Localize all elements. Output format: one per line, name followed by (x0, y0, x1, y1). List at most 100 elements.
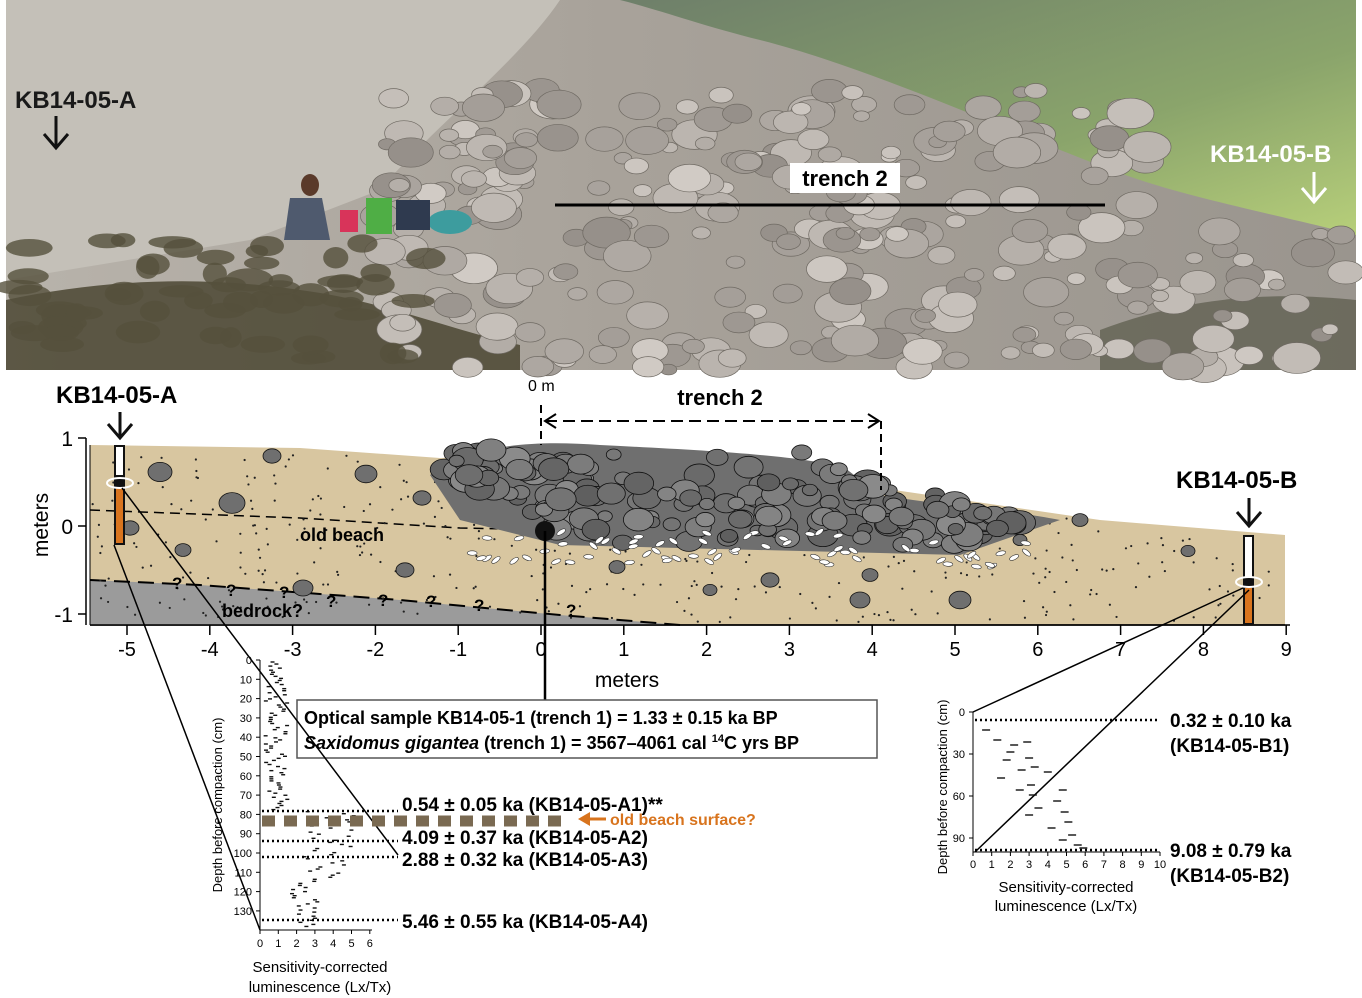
sand-cobble (861, 568, 879, 582)
shell-fragment (509, 557, 519, 565)
cobble-stone (859, 227, 881, 242)
cobble-stone (388, 178, 410, 193)
cobble-stone (797, 128, 830, 150)
cobble-stone (722, 103, 753, 124)
sand-grain (266, 605, 269, 608)
question-marks: ???????? (172, 574, 576, 620)
x-tick-label: 7 (1115, 639, 1126, 661)
sand-grain (892, 619, 895, 622)
cobble-stone (623, 157, 649, 175)
cobble-stone (1071, 107, 1091, 120)
sand-grain (718, 620, 721, 623)
cobble-stone (603, 240, 652, 272)
cobble-stone (964, 95, 1002, 120)
cobble-stone (1127, 300, 1149, 315)
shell-fragment (804, 531, 816, 537)
cobble-stone (430, 96, 460, 116)
mound-cobble (505, 459, 534, 481)
seaweed-clump (196, 249, 235, 266)
profile-b-x-tick-label: 1 (989, 859, 995, 871)
seaweed-clump (199, 326, 232, 345)
sand-grain (1219, 602, 1222, 605)
sand-grain (265, 527, 268, 530)
sand-grain (799, 592, 802, 596)
shell-fragment (851, 555, 862, 563)
mound-cobble (986, 519, 1009, 538)
cobble-stone (521, 356, 555, 378)
cobble-stone (943, 351, 970, 369)
cobble-stone (1198, 217, 1241, 246)
sand-grain (675, 600, 679, 604)
sand-grain (257, 548, 260, 551)
shell-fragment (814, 528, 824, 536)
sand-grain (99, 579, 102, 582)
shell-fragment (840, 549, 851, 555)
age-id-b2: (KB14-05-B2) (1170, 866, 1289, 887)
mound-cobble (581, 518, 611, 541)
sand-grain (685, 559, 688, 562)
sand-grain (1097, 530, 1100, 533)
profile-a-y-tick-label: 10 (240, 674, 252, 686)
shell-fragment (833, 545, 844, 552)
profile-b-x-tick-label: 4 (1045, 859, 1051, 871)
sand-grain (624, 550, 627, 553)
sand-grain (257, 569, 260, 572)
sand-grain (1044, 576, 1047, 579)
cobble-stone (588, 345, 617, 364)
sand-grain (164, 541, 167, 544)
cobble-stone (387, 137, 434, 168)
sand-grain (275, 581, 278, 584)
cobble-stone (1268, 278, 1286, 291)
sand-grain (291, 454, 295, 457)
cobble-stone (514, 322, 546, 343)
profile-a-y-tick-label: 110 (234, 867, 252, 879)
profile-b-y-label: Depth before compaction (cm) (935, 700, 950, 875)
cobble-stone (717, 348, 747, 368)
cobble-stone (626, 301, 669, 330)
sand-grain (1226, 590, 1230, 593)
cobble-stone (1032, 342, 1055, 358)
mound-cobble (567, 453, 595, 475)
shell-fragment (556, 528, 566, 536)
mound-cobble (888, 506, 915, 527)
cobble-stone (1321, 323, 1339, 335)
sand-grain (107, 577, 110, 580)
sand-grain (265, 597, 268, 600)
sand-grain (737, 588, 740, 591)
sand-grain (861, 615, 864, 618)
info-line-1: Optical sample KB14-05-1 (trench 1) = 1.… (304, 708, 778, 728)
profile-b-x-tick-label: 6 (1082, 859, 1088, 871)
age-label-a4: 5.46 ± 0.55 ka (KB14-05-A4) (402, 912, 648, 933)
cobble-stone (460, 170, 487, 188)
info-line-2-end: C yrs BP (724, 733, 799, 753)
photo-arrow-a-icon (42, 116, 70, 151)
sand-grain (1192, 616, 1195, 619)
sand-grain (605, 583, 609, 586)
sand-grain (1215, 557, 1218, 560)
cobble-stone (789, 340, 812, 356)
sand-grain (1101, 568, 1104, 571)
sand-grain (207, 576, 210, 580)
sand-grain (1130, 544, 1133, 548)
sand-grain (479, 606, 482, 609)
cobble-stone (475, 312, 519, 341)
y-tick-label: 1 (61, 428, 73, 451)
shell-fragment (642, 550, 652, 558)
sand-grain (477, 537, 480, 540)
x-tick-label: 1 (618, 639, 629, 661)
photo-trench-label: trench 2 (802, 166, 888, 191)
profile-a-points (263, 661, 356, 928)
seaweed-clump (319, 289, 364, 308)
sand-grain (1045, 549, 1048, 552)
old-beach-label: old beach (300, 525, 384, 545)
y-axis-label: meters (30, 493, 53, 557)
sand-grain (991, 573, 994, 576)
cobble-stone (708, 86, 734, 104)
sand-grain (127, 468, 131, 471)
seaweed-clump (334, 308, 380, 321)
y-tick-label: -1 (54, 604, 73, 627)
sand-grain (536, 599, 539, 602)
profile-a-y-tick-label: 90 (240, 829, 252, 841)
